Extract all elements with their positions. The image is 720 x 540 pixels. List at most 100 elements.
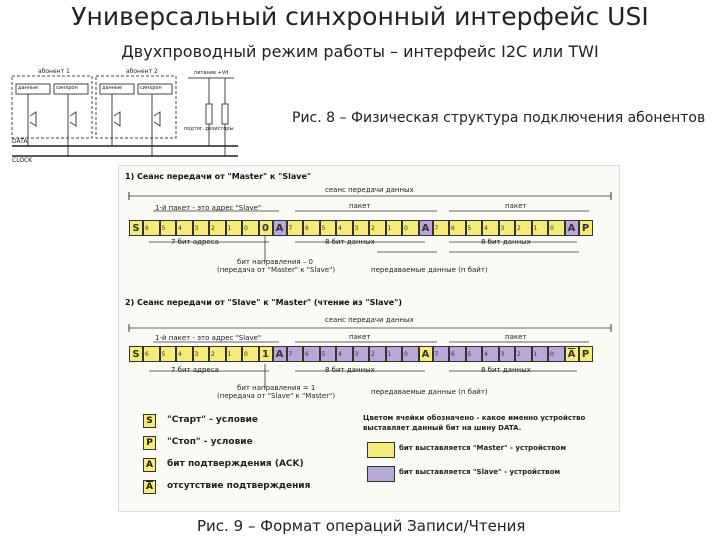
fig9-data8-label-3: 8 бит данных xyxy=(325,366,375,374)
frame-data-bit: 0 xyxy=(548,346,565,362)
legend-slave-text: бит выставляется "Slave" - устройством xyxy=(399,468,561,476)
frame-data-bit: 7 xyxy=(432,220,449,236)
frame-data-bit: 3 xyxy=(498,220,515,236)
frame-data-bit: 5 xyxy=(465,346,482,362)
frame-data-bit: 0 xyxy=(548,220,565,236)
fig9-payload-label-2: передаваемые данные (п байт) xyxy=(371,388,488,396)
fig9-dir0-line2: (передача от "Master" к "Slave") xyxy=(217,266,336,274)
legend-slave-swatch xyxy=(367,466,395,482)
frame-data-bit: 3 xyxy=(352,220,369,236)
frame-addr-bit: 2 xyxy=(209,346,226,362)
frame-addr-bit: 5 xyxy=(159,220,176,236)
frame-data-bit: 5 xyxy=(465,220,482,236)
frame-data-bit: 2 xyxy=(369,346,386,362)
fig9-packet-label-3: пакет xyxy=(349,333,371,341)
fig9-payload-label-1: передаваемые данные (п байт) xyxy=(371,266,488,274)
frame-data-bit: 6 xyxy=(303,220,320,236)
fig9-data8-label-4: 8 бит данных xyxy=(481,366,531,374)
fig9-dir1-line1: бит направления = 1 xyxy=(237,384,316,392)
fig8-clock-line-label: CLOCK xyxy=(12,157,33,164)
page-title: Универсальный синхронный интерфейс USI xyxy=(71,2,649,31)
frame-addr-bit: 2 xyxy=(209,220,226,236)
fig9-session1: сеанс передачи данных xyxy=(325,186,414,194)
legend-color-note-2: выставляет данный бит на шину DATA. xyxy=(363,424,522,432)
frame-addr-bit: 0 xyxy=(242,346,259,362)
frame-data-bit: 4 xyxy=(482,346,499,362)
fig9-addr7-label-2: 7 бит адреса xyxy=(171,366,219,374)
frame-data-bit: 1 xyxy=(385,220,402,236)
legend-ack-box: A xyxy=(143,458,156,472)
fig9-packet1-label: 1-й пакет - это адрес "Slave" xyxy=(155,204,262,212)
page-subtitle: Двухпроводный режим работы – интерфейс I… xyxy=(121,42,599,61)
frame-data-bit: 4 xyxy=(482,220,499,236)
frame-data-bit: 5 xyxy=(319,346,336,362)
frame-data-bit: 2 xyxy=(515,346,532,362)
frame-data-bit: 7 xyxy=(286,220,303,236)
fig9-packet-label-4: пакет xyxy=(505,333,527,341)
fig9-section1-title: 1) Сеанс передачи от "Master" к "Slave" xyxy=(125,172,312,181)
fig8-d2-clock: синхрон xyxy=(140,85,162,91)
fig8-diagram: абонент 1 абонент 2 данные синхрон данны… xyxy=(8,68,240,166)
frame-addr-bit: 1 xyxy=(225,346,242,362)
frame-data-bit: 3 xyxy=(498,346,515,362)
fig8-device2-label: абонент 2 xyxy=(126,68,158,75)
frame-final-ack-bit: A xyxy=(564,346,579,362)
fig8-power-label: питание +Vd xyxy=(194,70,229,76)
frame-data-bit: 1 xyxy=(531,346,548,362)
frame-addr-bit: 3 xyxy=(192,346,209,362)
frame-data-bit: 6 xyxy=(303,346,320,362)
frame-addr-bit: 4 xyxy=(176,346,193,362)
fig8-d1-clock: синхрон xyxy=(56,85,78,91)
frame-addr-bit: 6 xyxy=(143,346,160,362)
frame-addr-bit: 0 xyxy=(242,220,259,236)
frame-data-bit: 6 xyxy=(449,220,466,236)
legend-start-box: S xyxy=(143,414,156,428)
fig9-packet-label-2: пакет xyxy=(505,202,527,210)
frame-data-bit: 7 xyxy=(432,346,449,362)
frame-data-bit: 7 xyxy=(286,346,303,362)
fig9-diagram: 1) Сеанс передачи от "Master" к "Slave" … xyxy=(118,165,620,512)
frame-addr-bit: 3 xyxy=(192,220,209,236)
frame-data-bit: 0 xyxy=(402,220,419,236)
frame-data-bit: 0 xyxy=(402,346,419,362)
legend-master-text: бит выставляется "Master" - устройством xyxy=(399,444,567,452)
fig8-device1-label: абонент 1 xyxy=(38,68,70,75)
frame-ack-bit: A xyxy=(418,346,433,362)
legend-color-note-1: Цветом ячейки обозначено - какое именно … xyxy=(363,414,586,422)
frame-data-bit: 6 xyxy=(449,346,466,362)
frame-data-bit: 3 xyxy=(352,346,369,362)
fig9-caption: Рис. 9 – Формат операций Записи/Чтения xyxy=(197,517,526,535)
fig9-dir0-line1: бит направления – 0 xyxy=(237,258,313,266)
fig9-section2-title: 2) Сеанс передачи от "Slave" к "Master" … xyxy=(125,298,402,307)
fig8-caption: Рис. 8 – Физическая структура подключени… xyxy=(292,110,706,126)
fig9-packet1-label-2: 1-й пакет - это адрес "Slave" xyxy=(155,334,262,342)
fig8-data-line-label: DATA xyxy=(12,138,28,145)
legend-nack-box: A xyxy=(143,480,156,494)
frame-addr-bit: 6 xyxy=(143,220,160,236)
frame-addr-bit: 1 xyxy=(225,220,242,236)
frame-direction-bit: 0 xyxy=(258,220,273,236)
frame-start-bit: S xyxy=(129,220,143,236)
fig8-d1-data: данные xyxy=(18,85,39,91)
fig8-pullup-label: подтяг. резисторы xyxy=(184,126,234,132)
frame-data-bit: 1 xyxy=(531,220,548,236)
fig9-data8-label-1: 8 бит данных xyxy=(325,238,375,246)
frame-data-bit: 2 xyxy=(515,220,532,236)
fig9-guides xyxy=(128,192,612,388)
fig8-d2-data: данные xyxy=(102,85,123,91)
frame-ack-bit: A xyxy=(272,220,287,236)
frame-addr-bit: 5 xyxy=(159,346,176,362)
frame-data-bit: 4 xyxy=(336,220,353,236)
fig9-dir1-line2: (передача от "Slave" к "Master") xyxy=(217,392,336,400)
frame-start-bit: S xyxy=(129,346,143,362)
legend-ack-text: бит подтверждения (ACK) xyxy=(167,459,304,469)
frame-final-ack-bit: A xyxy=(564,220,579,236)
fig9-data8-label-2: 8 бит данных xyxy=(481,238,531,246)
frame-ack-bit: A xyxy=(272,346,287,362)
fig9-packet-label-1: пакет xyxy=(349,202,371,210)
fig9-session2: сеанс передачи данных xyxy=(325,316,414,324)
frame-data-bit: 1 xyxy=(385,346,402,362)
fig9-addr7-label: 7 бит адреса xyxy=(171,238,219,246)
